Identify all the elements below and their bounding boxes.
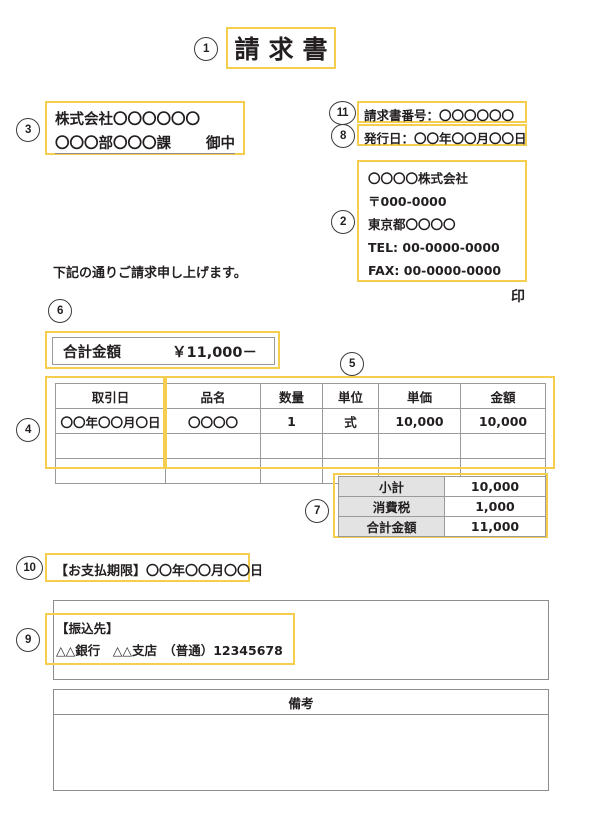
remarks-body — [54, 715, 548, 789]
marker-6-grand-total: 6 — [48, 299, 72, 323]
marker-3-customer: 3 — [16, 118, 40, 142]
cell-price: 10,000 — [378, 408, 461, 434]
bank-title: 【振込先】 — [56, 621, 119, 636]
cell-qty — [260, 458, 323, 484]
cell-date — [55, 433, 166, 459]
totals-highlight — [333, 473, 548, 538]
bank-highlight — [45, 613, 295, 665]
cell-unit — [322, 433, 379, 459]
cell-item — [165, 458, 261, 484]
grand-total-value: ￥11,000－ — [172, 344, 257, 361]
issuer-highlight — [357, 160, 527, 282]
column-header-unit: 単位 — [322, 383, 379, 409]
marker-7-totals: 7 — [305, 499, 329, 523]
issuer-line: FAX: 00-0000-0000 — [368, 263, 502, 278]
marker-1-title: 1 — [194, 37, 218, 61]
table-row — [55, 433, 546, 459]
seal-stamp-mark: 印 — [511, 289, 525, 305]
cell-date: 〇〇年〇〇月〇日 — [55, 408, 166, 434]
marker-5-items-columns: 5 — [340, 352, 364, 376]
column-header-amount: 金額 — [460, 383, 546, 409]
customer-highlight — [45, 101, 245, 155]
invoice-number-highlight — [357, 101, 527, 123]
cell-item: 〇〇〇〇 — [165, 408, 261, 434]
totals-table: 小計 10,000 消費税 1,000 合計金額 11,000 — [338, 476, 546, 537]
items-table-detail-columns-highlight — [165, 376, 555, 469]
bank-box — [53, 600, 549, 680]
subtotal-value: 10,000 — [444, 476, 546, 497]
issue-date-text: 発行日：〇〇年〇〇月〇〇日 — [364, 131, 527, 146]
items-table-date-column-highlight — [45, 376, 165, 469]
column-header-date: 取引日 — [55, 383, 166, 409]
marker-2-issuer: 2 — [331, 210, 355, 234]
grand-total-label: 合計金額 — [63, 344, 121, 361]
remarks-box: 備考 — [53, 689, 549, 791]
issuer-line: 東京都〇〇〇〇 — [368, 217, 456, 232]
column-header-qty: 数量 — [260, 383, 323, 409]
issuer-line: 〒000-0000 — [368, 194, 447, 209]
subtotal-label: 小計 — [338, 476, 445, 497]
remarks-header: 備考 — [54, 690, 548, 715]
marker-8-issue-date: 8 — [331, 124, 355, 148]
tax-label: 消費税 — [338, 496, 445, 517]
customer-company: 株式会社〇〇〇〇〇〇 — [55, 112, 200, 128]
marker-4-transaction-date-column: 4 — [16, 418, 40, 442]
issuer-line: TEL: 00-0000-0000 — [368, 240, 500, 255]
lead-sentence: 下記の通りご請求申し上げます。 — [53, 266, 247, 281]
invoice-number-text: 請求書番号：〇〇〇〇〇〇 — [364, 108, 515, 123]
grand-total-box: 合計金額 ￥11,000－ — [52, 337, 275, 365]
cell-qty: 1 — [260, 408, 323, 434]
table-row: 〇〇年〇〇月〇日 〇〇〇〇 1 式 10,000 10,000 — [55, 408, 546, 434]
issue-date-highlight — [357, 124, 527, 146]
customer-department-row: 〇〇〇部〇〇〇課 御中 — [55, 132, 235, 154]
totals-row-subtotal: 小計 10,000 — [338, 476, 546, 497]
cell-amount: 10,000 — [460, 408, 546, 434]
marker-10-due-date: 10 — [16, 556, 43, 580]
page-title: 請求書 — [234, 35, 337, 64]
column-header-price: 単価 — [378, 383, 461, 409]
invoice-title-box: 請求書 — [226, 27, 336, 69]
customer-honorific: 御中 — [206, 136, 235, 152]
customer-department: 〇〇〇部〇〇〇課 — [55, 136, 171, 152]
grand-total-highlight — [45, 331, 280, 369]
issuer-line: 〇〇〇〇株式会社 — [368, 171, 469, 186]
issuer-info: 〇〇〇〇株式会社 〒000-0000 東京都〇〇〇〇 TEL: 00-0000-… — [368, 167, 524, 282]
totals-row-total: 合計金額 11,000 — [338, 516, 546, 537]
total-label: 合計金額 — [338, 516, 445, 537]
table-header-row: 取引日 品名 数量 単位 単価 金額 — [55, 383, 546, 409]
bank-account-text: △△銀行 △△支店 （普通）12345678 — [56, 643, 283, 658]
tax-value: 1,000 — [444, 496, 546, 517]
cell-date — [55, 458, 166, 484]
total-value: 11,000 — [444, 516, 546, 537]
cell-item — [165, 433, 261, 459]
marker-9-bank: 9 — [16, 628, 40, 652]
totals-row-tax: 消費税 1,000 — [338, 496, 546, 517]
due-date-highlight — [45, 553, 250, 582]
marker-11-invoice-number: 11 — [329, 101, 356, 125]
due-date-text: 【お支払期限】〇〇年〇〇月〇〇日 — [55, 564, 264, 579]
